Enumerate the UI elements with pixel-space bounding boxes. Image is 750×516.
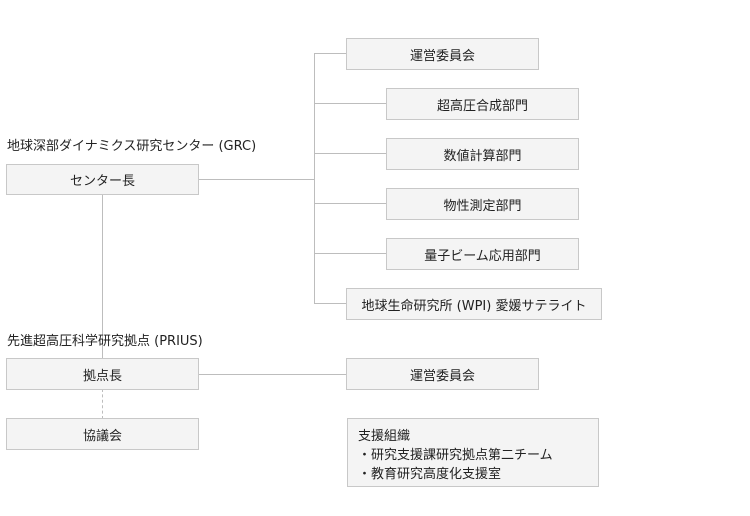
branch-division-4: [314, 253, 387, 254]
branch-committee: [314, 53, 347, 54]
division-box-physical-properties: 物性測定部門: [386, 188, 579, 220]
support-item-education-research: ・教育研究高度化支援室: [358, 467, 502, 482]
satellite-box: 地球生命研究所 (WPI) 愛媛サテライト: [346, 288, 602, 320]
grc-committee-box: 運営委員会: [346, 38, 539, 70]
grc-director-box: センター長: [6, 164, 199, 195]
prius-heading: 先進超高圧科学研究拠点 (PRIUS): [7, 334, 203, 349]
division-box-quantum-beam: 量子ビーム応用部門: [386, 238, 579, 270]
branch-division-1: [314, 103, 387, 104]
link-grc-to-prius-line: [102, 195, 103, 359]
prius-committee-box: 運営委員会: [346, 358, 539, 390]
branch-division-2: [314, 153, 387, 154]
support-organization-title: 支援組織: [358, 429, 411, 444]
branch-division-3: [314, 203, 387, 204]
prius-director-box: 拠点長: [6, 358, 199, 390]
grc-trunk-line: [314, 53, 315, 303]
connector-director-to-trunk: [198, 179, 315, 180]
division-box-high-pressure-synthesis: 超高圧合成部門: [386, 88, 579, 120]
support-item-research-support: ・研究支援課研究拠点第二チーム: [358, 448, 553, 463]
link-director-to-council-dashed: [102, 389, 103, 419]
grc-heading: 地球深部ダイナミクス研究センター (GRC): [7, 139, 257, 154]
division-box-numerical-computation: 数値計算部門: [386, 138, 579, 170]
connector-prius-director-to-committee: [198, 374, 347, 375]
council-box: 協議会: [6, 418, 199, 450]
support-organization-box: 支援組織 ・研究支援課研究拠点第二チーム ・教育研究高度化支援室: [347, 418, 599, 487]
branch-satellite: [314, 303, 347, 304]
